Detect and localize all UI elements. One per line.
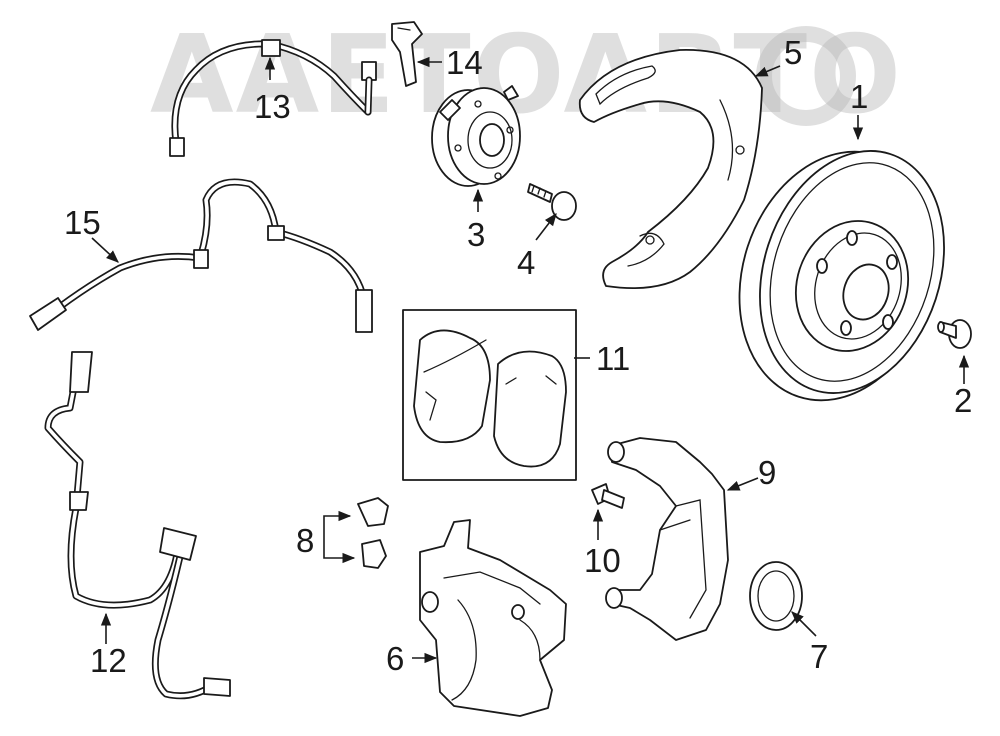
brake-pads-kit [402, 309, 577, 481]
bleeder-caps [357, 497, 389, 569]
brake-caliper [419, 519, 567, 717]
watermark-text: AAETOABTO [150, 13, 903, 138]
callout-5: 5 [784, 34, 802, 71]
watermark: AAETOABTO [150, 13, 903, 138]
disc-screw [937, 319, 972, 349]
seal-ring [749, 561, 803, 631]
wheel-hub [431, 85, 521, 187]
hub-bolt [527, 183, 577, 221]
callout-15: 15 [64, 204, 101, 241]
caliper-carrier [605, 437, 729, 641]
brake-disc [738, 150, 945, 402]
callouts: 1 2 3 4 5 6 7 8 9 10 11 12 13 14 15 [64, 34, 972, 679]
callout-13: 13 [254, 88, 291, 125]
callout-8: 8 [296, 522, 314, 559]
abs-sensor-cable-lower [44, 351, 231, 700]
brake-hose [169, 39, 377, 157]
callout-10: 10 [584, 542, 621, 579]
carrier-bolt [591, 483, 625, 509]
callout-14: 14 [446, 44, 483, 81]
leader-lines [91, 56, 970, 664]
callout-3: 3 [467, 216, 485, 253]
splash-shield [578, 49, 763, 289]
callout-9: 9 [758, 454, 776, 491]
abs-sensor-cable-upper [29, 178, 373, 333]
callout-12: 12 [90, 642, 127, 679]
callout-4: 4 [517, 244, 535, 281]
callout-2: 2 [954, 382, 972, 419]
callout-7: 7 [810, 638, 828, 675]
callout-1: 1 [850, 78, 868, 115]
hose-bracket [391, 21, 423, 87]
callout-6: 6 [386, 640, 404, 677]
callout-11: 11 [596, 340, 630, 377]
